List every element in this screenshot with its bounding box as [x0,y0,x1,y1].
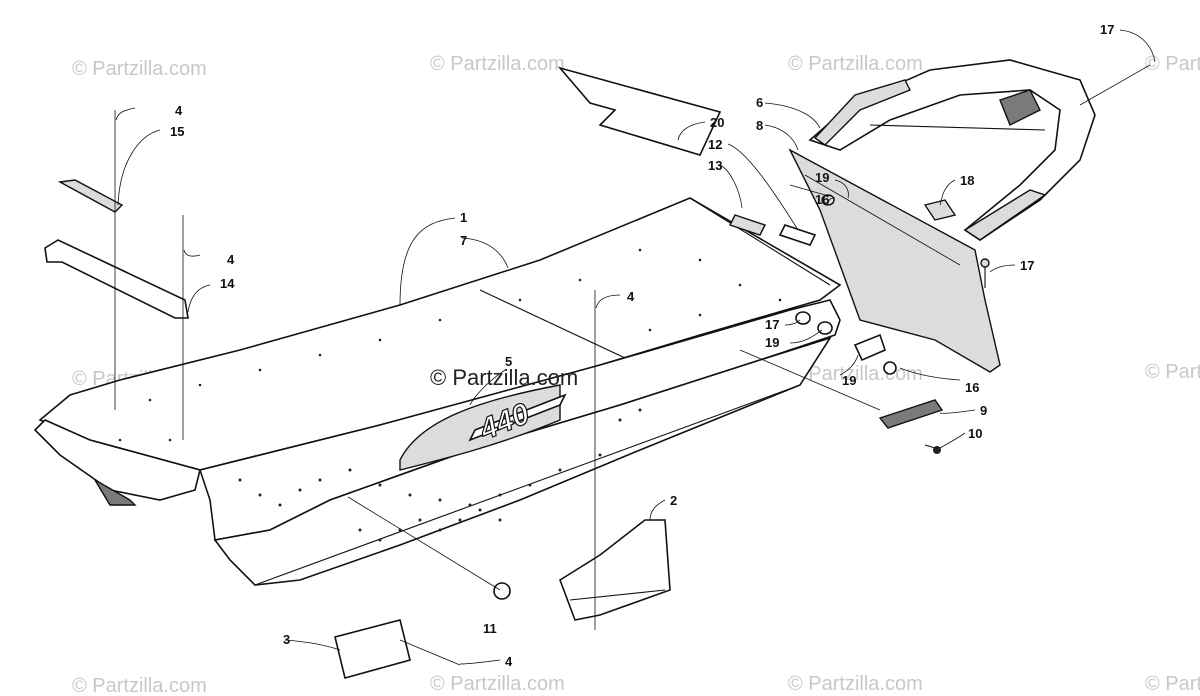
callout-8: 8 [756,118,763,133]
plug-11 [493,582,511,600]
callout-1: 1 [460,210,467,225]
tunnel-assembly: 440 [33,197,842,586]
watermark: © Partzilla.com [1145,53,1200,75]
watermark: © Partzilla.com [788,673,923,695]
screw-10 [924,444,936,449]
callout-4: 4 [175,103,183,118]
callout-11: 11 [483,621,497,636]
callout-14: 14 [220,276,235,291]
callout-12: 12 [708,137,722,152]
callout-18: 18 [960,173,974,188]
watermark: © Partzilla.com [1145,673,1200,695]
callout-10: 10 [968,426,982,441]
callout-20: 20 [710,115,724,130]
callout-4: 4 [227,252,235,267]
watermark: © Partzilla.com [430,53,565,75]
plate-3 [334,619,411,679]
callout-17: 17 [1020,258,1034,273]
snow-flap [788,148,1001,373]
callout-16: 16 [815,192,829,207]
clip-18 [923,199,957,221]
callout-5: 5 [505,354,512,369]
rear-hardware [795,194,990,375]
callout-2: 2 [670,493,677,508]
callout-3: 3 [283,632,290,647]
callout-19: 19 [765,335,779,350]
callout-17: 17 [1100,22,1114,37]
callout-15: 15 [170,124,184,139]
watermarks: © Partzilla.com © Partzilla.com © Partzi… [72,53,1200,696]
rivets [118,248,782,542]
callout-16: 16 [965,380,979,395]
rear-bumper [808,59,1096,241]
rail-14 [44,239,189,319]
callout-9: 9 [980,403,987,418]
callout-19: 19 [842,373,856,388]
callout-13: 13 [708,158,722,173]
watermark: © Partzilla.com [72,675,207,696]
leader-lines [115,29,1156,665]
bracket-2 [559,519,671,621]
strap-15 [57,179,124,213]
watermark: © Partzilla.com [788,53,923,75]
callout-7: 7 [460,233,467,248]
hardware-lines [114,64,1151,666]
decals-strip [557,66,817,246]
center-watermark: © Partzilla.com [430,365,578,390]
callout-4: 4 [627,289,635,304]
callout-17: 17 [765,317,779,332]
watermark: © Partzilla.com [1145,361,1200,383]
callouts: 4 15 4 14 1 7 4 5 2 3 11 4 20 12 13 6 8 … [170,22,1114,669]
callout-6: 6 [756,95,763,110]
watermark: © Partzilla.com [430,673,565,695]
callout-4: 4 [505,654,513,669]
reflector-9 [878,399,944,429]
watermark: © Partzilla.com [72,58,207,80]
callout-19: 19 [815,170,829,185]
